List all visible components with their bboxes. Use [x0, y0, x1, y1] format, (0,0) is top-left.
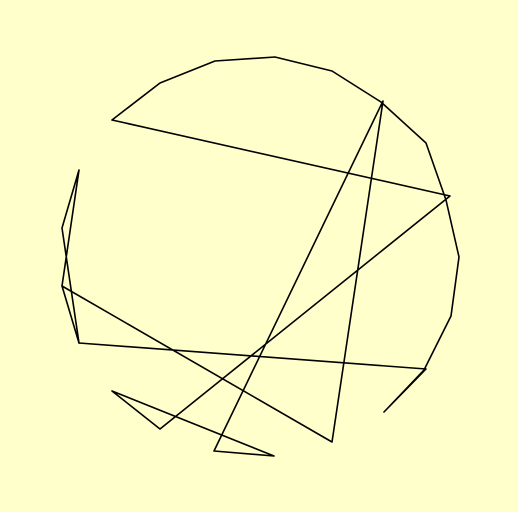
polyline-tail — [61, 169, 80, 344]
polyline-path — [61, 56, 460, 457]
